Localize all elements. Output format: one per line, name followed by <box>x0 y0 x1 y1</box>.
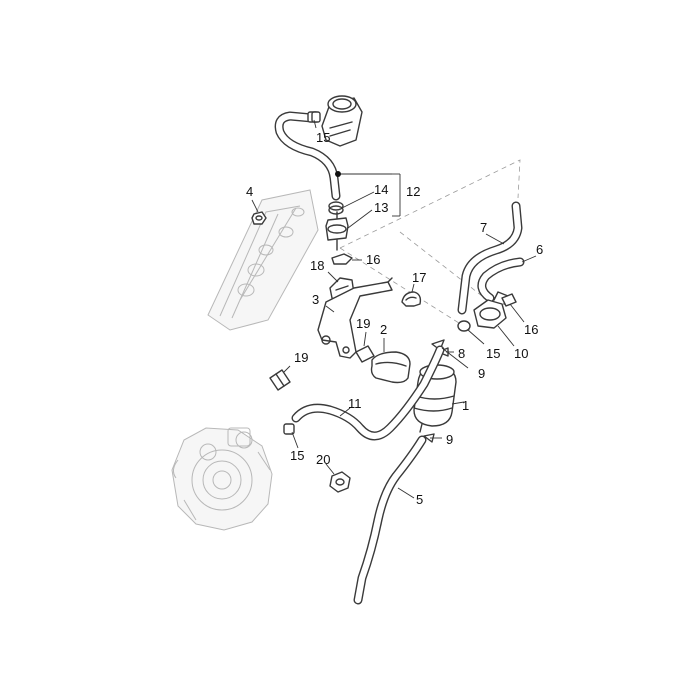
engine-block <box>171 427 273 531</box>
vapor-hose-7 <box>457 201 523 315</box>
assembly-guide-lines <box>339 159 521 331</box>
frame-panel <box>207 189 319 331</box>
callout-18: 18 <box>310 258 324 273</box>
callout-8: 8 <box>458 346 465 361</box>
callout-19-middle: 19 <box>356 316 370 331</box>
check-valve-13 <box>325 211 349 251</box>
callout-labels: 1 2 3 4 5 6 7 8 9 9 10 11 12 13 14 15 15… <box>246 130 543 507</box>
callout-16-lower: 16 <box>524 322 538 337</box>
callout-2: 2 <box>380 322 387 337</box>
canister-bracket-3 <box>317 277 393 359</box>
leader-lines <box>251 119 537 499</box>
connector-19-left <box>269 369 291 391</box>
callout-14: 14 <box>374 182 388 197</box>
callout-1: 1 <box>462 398 469 413</box>
callout-10: 10 <box>514 346 528 361</box>
callout-19-left: 19 <box>294 350 308 365</box>
callout-3: 3 <box>312 292 319 307</box>
callout-17: 17 <box>412 270 426 285</box>
clip-16-lower <box>501 293 517 307</box>
callout-16-upper: 16 <box>366 252 380 267</box>
fuel-vapor-separator <box>321 95 363 147</box>
callout-20: 20 <box>316 452 330 467</box>
hose-clamp-17 <box>401 291 422 307</box>
drain-hose-5 <box>353 435 427 605</box>
hose-clamp-15-right <box>457 320 471 332</box>
bolt-20 <box>329 471 351 493</box>
canister-strap-2 <box>370 351 411 384</box>
purge-valve-10 <box>473 291 509 329</box>
callout-12: 12 <box>406 184 420 199</box>
callout-9-lower: 9 <box>446 432 453 447</box>
callout-15-lower: 15 <box>290 448 304 463</box>
vapor-hose-6 <box>477 257 525 303</box>
hose-ring-14 <box>328 201 344 215</box>
breather-hose-12 <box>274 111 341 201</box>
callout-6: 6 <box>536 242 543 257</box>
callout-4: 4 <box>246 184 253 199</box>
clip-16-upper <box>331 253 353 265</box>
callout-7: 7 <box>480 220 487 235</box>
connector-19-middle <box>355 345 375 363</box>
callout-15-right: 15 <box>486 346 500 361</box>
callout-5: 5 <box>416 492 423 507</box>
callout-11: 11 <box>348 396 362 411</box>
vapor-hose-11 <box>291 345 445 441</box>
hose-clamp-15-lower <box>283 423 295 435</box>
callout-13: 13 <box>374 200 388 215</box>
callout-15-top: 15 <box>316 130 330 145</box>
callout-9-upper: 9 <box>478 366 485 381</box>
hose-clamp-15-top <box>311 111 321 123</box>
bolt-4 <box>251 211 267 225</box>
